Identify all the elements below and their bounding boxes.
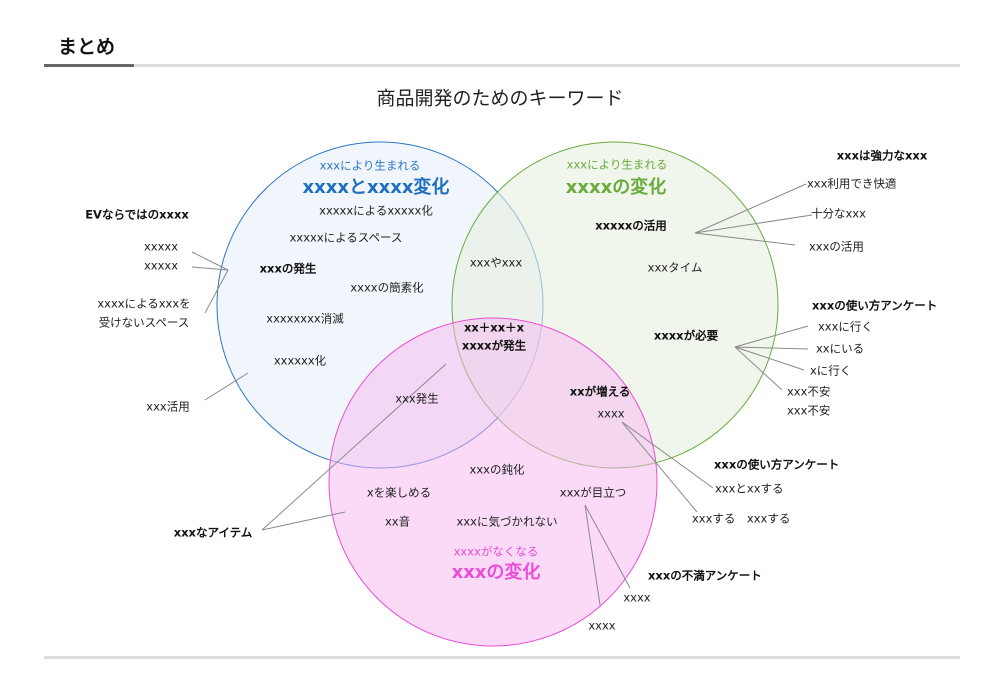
complaint-callout-title: xxxの不満アンケート — [648, 569, 762, 583]
complaint-callout-item: xxxx — [588, 619, 615, 633]
blue-item: xxxxxx化 — [274, 354, 327, 368]
ev-callout-item: xxxxによるxxxを — [97, 297, 190, 311]
usage-callout-item: xxx不安 — [787, 385, 830, 399]
usage-callout-item: xxx不安 — [787, 404, 830, 418]
complaint-callout-item: xxxx — [623, 591, 650, 605]
power-callout-item: xxx利用でき快適 — [807, 177, 897, 191]
power-callout-item: 十分なxxx — [811, 207, 866, 221]
center-overlap-line1: xx＋xx＋x — [464, 321, 525, 335]
blue-heading: xxxxとxxxx変化 — [303, 176, 450, 198]
item-callout-title: xxxなアイテム — [174, 526, 253, 540]
usage2-callout-title: xxxの使い方アンケート — [714, 458, 839, 472]
pink-subtitle: xxxxがなくなる — [454, 545, 539, 559]
footer-divider — [44, 656, 960, 659]
connector-lines — [191, 183, 813, 606]
pink-item: xxxの鈍化 — [470, 463, 525, 477]
usage-callout-title: xxxの使い方アンケート — [812, 299, 937, 313]
green-item: xxxxxの活用 — [595, 219, 667, 233]
heading-divider — [44, 64, 960, 67]
pink-circle — [328, 317, 658, 647]
blue-subtitle: xxxにより生まれる — [320, 159, 421, 173]
ev-callout-item: 受けないスペース — [99, 316, 190, 330]
blue-green-overlap: xxxやxxx — [470, 256, 523, 270]
usage2-callout-item: xxxとxxする — [715, 482, 784, 496]
green-item: xxが増える — [570, 385, 631, 399]
usage-callout-item: xに行く — [810, 364, 851, 378]
blue-item: xxxxxによるスペース — [290, 231, 403, 245]
usage-callout-item: xxにいる — [816, 342, 864, 356]
page-heading: まとめ — [58, 36, 116, 58]
pink-item: xxxに気づかれない — [457, 515, 558, 529]
pink-item: xを楽しめる — [367, 486, 431, 500]
xxx-katsuyo-callout: xxx活用 — [146, 400, 189, 414]
pink-heading: xxxの変化 — [452, 561, 541, 583]
blue-item: xxxxの簡素化 — [350, 281, 424, 295]
blue-item: xxxの発生 — [260, 262, 317, 276]
power-callout-title: xxxは強力なxxx — [837, 149, 928, 163]
blue-item: xxxxxxxx消滅 — [266, 312, 344, 326]
ev-callout-item: xxxxx — [144, 240, 178, 254]
center-overlap-line2: xxxxが発生 — [462, 339, 527, 353]
power-callout-item: xxxの活用 — [809, 240, 864, 254]
green-item: xxxxが必要 — [654, 329, 719, 343]
usage-callout-item: xxxに行く — [818, 320, 873, 334]
ev-callout-title: EVならではのxxxx — [85, 208, 189, 222]
green-item: xxxタイム — [648, 261, 703, 275]
usage2-callout-item: xxxする xxxする — [692, 512, 790, 526]
green-item: xxxx — [597, 407, 624, 421]
heading-divider-accent — [44, 64, 134, 67]
pink-item: xxxが目立つ — [560, 486, 626, 500]
green-heading: xxxxの変化 — [566, 176, 666, 198]
diagram-title: 商品開発のためのキーワード — [376, 88, 623, 110]
blue-item: xxxxxによるxxxxx化 — [319, 204, 433, 218]
blue-pink-overlap: xxx発生 — [395, 392, 438, 406]
ev-callout-item: xxxxx — [144, 259, 178, 273]
pink-item: xx音 — [385, 515, 410, 529]
green-subtitle: xxxにより生まれる — [567, 158, 668, 172]
